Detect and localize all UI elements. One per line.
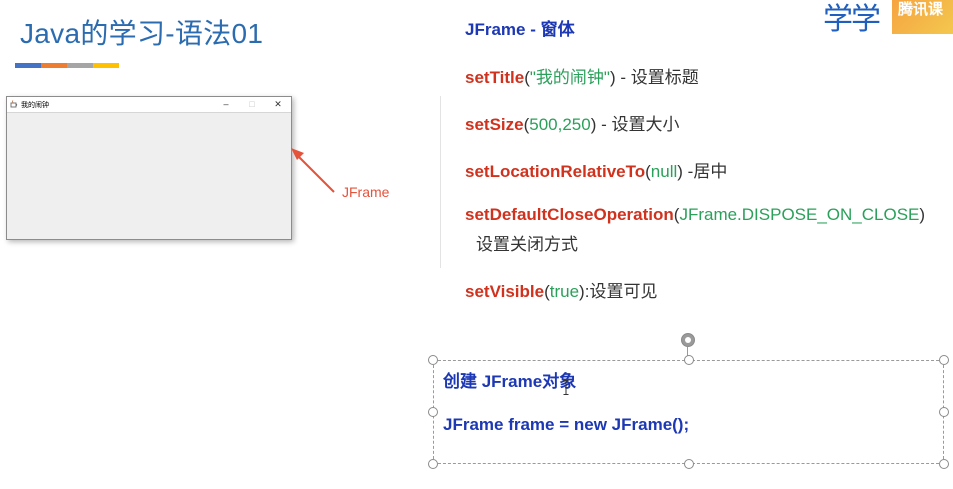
heading-desc: 窗体 [540,20,575,39]
method-name: setDefaultCloseOperation [465,205,674,224]
heading-name: JFrame [465,20,526,39]
method-desc-close: 设置关闭方式 [476,235,578,254]
method-desc: - 设置大小 [596,115,680,134]
title-bar-segment [93,63,119,68]
close-button[interactable]: ✕ [274,99,282,109]
resize-handle-bottom-left[interactable] [428,459,438,469]
textbox-line-2[interactable]: JFrame frame = new JFrame(); [443,415,690,434]
method-arg: true [549,282,580,301]
selected-text-box[interactable] [428,355,949,469]
paren-close: ) [609,68,616,87]
paren-open: ( [524,68,530,87]
method-arg: null [650,162,678,181]
method-setlocationrelativeto: setLocationRelativeTo(null) -居中 [465,157,727,182]
red-arrow-icon [291,148,335,193]
resize-handle-top-right[interactable] [939,355,949,365]
paren-close: ) [590,115,597,134]
resize-handle-bottom[interactable] [683,459,694,469]
method-setsize: setSize(500,250) - 设置大小 [465,110,680,135]
window-title: 我的闹钟 [21,101,49,109]
title-bar-segment [15,63,41,68]
method-arg: 500,250 [529,115,591,134]
paren-close: ) [919,205,926,224]
method-arg: "我的闹钟" [529,68,610,87]
divider [440,96,441,268]
minimize-button[interactable]: – [223,99,229,109]
resize-handle-top[interactable] [683,355,694,365]
maximize-button[interactable]: □ [249,99,255,109]
heading-sep: - [525,20,541,39]
title-bar-segment [41,63,67,68]
resize-handle-bottom-right[interactable] [939,459,949,469]
paren-open: ( [523,115,530,134]
method-desc: - 设置标题 [615,68,699,87]
window-titlebar: 我的闹钟 – □ ✕ [7,97,291,113]
method-setdefaultcloseoperation: setDefaultCloseOperation(JFrame.DISPOSE_… [465,205,925,225]
method-desc: -居中 [682,162,728,181]
text-cursor-icon [563,380,569,395]
tencent-classroom-logo: 学学 腾讯课 [823,0,953,37]
resize-handle-top-left[interactable] [428,355,438,365]
logo-text: 学学 [823,2,881,37]
method-name: setVisible [465,282,545,301]
paren-open: ( [673,205,680,224]
method-settitle: setTitle("我的闹钟") - 设置标题 [465,63,699,88]
resize-handle-left[interactable] [428,407,438,417]
rotate-handle[interactable] [681,333,695,347]
java-cup-icon [10,100,18,108]
method-name: setTitle [465,68,525,87]
paren-open: ( [645,162,651,181]
slide-title: Java的学习-语法01 [20,18,264,49]
title-bar-segment [67,63,93,68]
resize-handle-right[interactable] [939,407,949,417]
jframe-annotation: JFrame [342,184,390,200]
paren-close: ) [677,162,683,181]
method-desc: :设置可见 [584,282,658,301]
textbox-line-1[interactable]: 创建 JFrame对象 [443,372,577,391]
paren-close: ) [579,282,585,301]
paren-open: ( [544,282,550,301]
jframe-preview-window: 我的闹钟 – □ ✕ [6,96,292,240]
title-color-bar [15,63,119,68]
method-name: setLocationRelativeTo [465,162,646,181]
method-name: setSize [465,115,524,134]
jframe-heading: JFrame - 窗体 [465,15,575,40]
method-setvisible: setVisible(true):设置可见 [465,277,657,302]
logo-badge: 腾讯课 [892,0,953,34]
rotate-handle-stem [687,347,688,360]
method-arg: JFrame.DISPOSE_ON_CLOSE [679,205,920,224]
